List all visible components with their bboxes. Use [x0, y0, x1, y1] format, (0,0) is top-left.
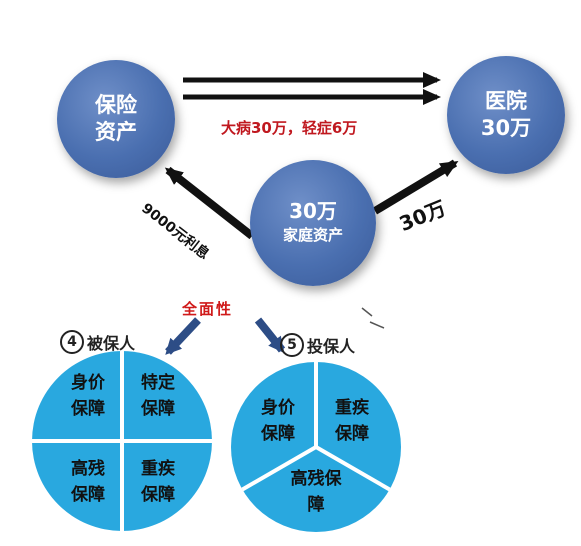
critical-illness-label: 大病30万，轻症6万	[221, 119, 358, 137]
family-node-line1: 30万	[289, 199, 337, 223]
applicant-segment-disability-line2: 障	[307, 495, 325, 515]
insured-segment-specific: 特定 保障	[128, 370, 188, 422]
applicant-pie	[231, 362, 401, 532]
insured-segment-critical-line2: 保障	[141, 485, 175, 505]
comprehensive-label: 全面性	[182, 300, 234, 318]
hospital-node-line1: 医院	[485, 89, 527, 113]
insurance-node-line2: 资产	[95, 120, 137, 144]
applicant-segment-critical-line1: 重疾	[335, 398, 369, 418]
applicant-number: 5	[280, 333, 304, 357]
hospital-node: 医院 30万	[447, 56, 565, 174]
comprehensive-arrow-left	[165, 317, 201, 355]
applicant-title: 5 投保人	[280, 333, 355, 357]
insured-label: 被保人	[87, 334, 136, 353]
insured-segment-specific-line1: 特定	[141, 373, 175, 393]
insurance-to-hospital-arrow	[183, 72, 441, 105]
family-to-hospital-arrow	[372, 159, 459, 215]
insured-segment-life: 身价 保障	[58, 370, 118, 422]
insurance-node-line1: 保险	[95, 93, 137, 117]
hospital-node-line2: 30万	[480, 116, 532, 140]
insured-segment-life-line2: 保障	[71, 399, 105, 419]
insured-number: 4	[60, 330, 84, 354]
applicant-segment-life-line2: 保障	[261, 424, 295, 444]
insured-segment-disability: 高残 保障	[58, 456, 118, 508]
family-assets-node: 30万 家庭资产	[250, 160, 376, 286]
applicant-segment-disability-line1: 高残保	[290, 469, 342, 489]
insured-segment-critical: 重疾 保障	[128, 456, 188, 508]
applicant-label: 投保人	[307, 337, 356, 356]
applicant-segment-life: 身价 保障	[248, 395, 308, 447]
insured-segment-specific-line2: 保障	[141, 399, 175, 419]
insured-segment-critical-line1: 重疾	[141, 459, 175, 479]
insured-segment-life-line1: 身价	[71, 373, 105, 393]
applicant-segment-disability: 高残保 障	[276, 466, 356, 518]
family-node-line2: 家庭资产	[282, 226, 343, 244]
comprehensive-arrow-right	[254, 317, 286, 354]
insurance-assets-node: 保险 资产	[57, 60, 175, 178]
insured-pie	[32, 351, 212, 531]
applicant-segment-life-line1: 身价	[261, 398, 295, 418]
insured-segment-disability-line1: 高残	[71, 459, 105, 479]
family-to-insurance-arrow	[164, 166, 255, 240]
insured-segment-disability-line2: 保障	[71, 485, 105, 505]
applicant-segment-critical: 重疾 保障	[322, 395, 382, 447]
decoration-mark	[361, 307, 385, 329]
applicant-segment-critical-line2: 保障	[335, 424, 369, 444]
insured-title: 4 被保人	[60, 330, 135, 354]
